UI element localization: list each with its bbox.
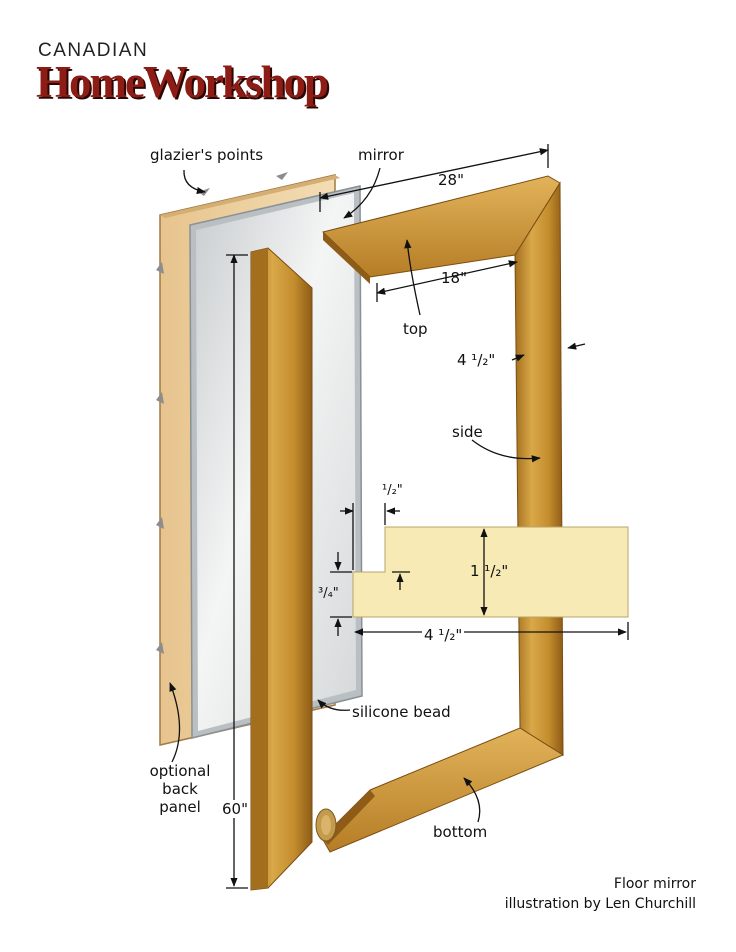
label-dim-18: 18" bbox=[441, 269, 467, 287]
label-bottom: bottom bbox=[433, 823, 488, 841]
brand-homeworkshop-logo: HomeWorkshop bbox=[36, 57, 329, 107]
label-side: side bbox=[452, 423, 483, 441]
brand-canadian: CANADIAN bbox=[38, 40, 149, 61]
label-dim-half: ¹/₂" bbox=[382, 483, 403, 498]
label-dim-28: 28" bbox=[438, 171, 464, 189]
biscuit bbox=[315, 808, 337, 842]
label-dim-1-5: 1 ¹/₂" bbox=[470, 562, 509, 580]
label-top: top bbox=[403, 320, 428, 338]
label-optional-back-panel: optional back panel bbox=[149, 762, 211, 816]
label-dim-three-quarter: ³/₄" bbox=[318, 586, 339, 601]
label-dim-60: 60" bbox=[222, 800, 248, 818]
frame-side-rail bbox=[514, 181, 564, 756]
label-dim-4-5-top: 4 ¹/₂" bbox=[457, 351, 496, 369]
label-silicone-bead: silicone bead bbox=[352, 703, 451, 721]
caption-credit: illustration by Len Churchill bbox=[504, 896, 696, 912]
label-mirror: mirror bbox=[358, 146, 404, 164]
caption: Floor mirror illustration by Len Churchi… bbox=[505, 874, 696, 914]
frame-left-stile bbox=[250, 247, 313, 891]
leader-arrows bbox=[169, 167, 541, 823]
label-glaziers-points: glazier's points bbox=[150, 146, 264, 164]
label-dim-4-5-profile: 4 ¹/₂" bbox=[422, 626, 465, 644]
caption-title: Floor mirror bbox=[613, 876, 696, 892]
rabbet-profile bbox=[352, 526, 629, 618]
dimension-lines bbox=[226, 144, 629, 889]
